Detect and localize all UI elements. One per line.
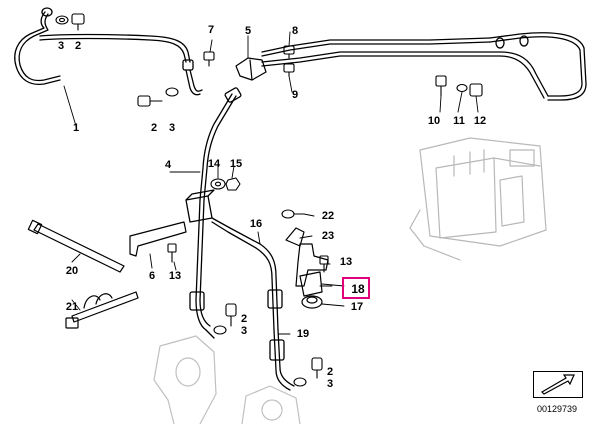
callout-4: 4 [164,159,172,171]
bolt-2a [71,13,85,31]
washer-3a [55,15,69,25]
bolt-9 [283,63,295,77]
callout-2c: 2 [240,313,248,325]
washer-3b [165,87,179,97]
callout-23: 23 [321,230,335,242]
callout-13a: 13 [168,270,182,282]
bolt-10 [435,75,447,97]
callout-19: 19 [296,328,310,340]
navigation-arrow-button[interactable] [533,371,583,398]
fitting-12 [469,83,483,97]
bracket-23 [285,227,329,287]
caliper-ghost-left [153,335,217,424]
bracket-6 [129,221,187,257]
callout-2b: 2 [150,122,158,134]
callout-17: 17 [350,301,364,313]
callout-1: 1 [72,122,80,134]
brake-line-16 [211,217,295,391]
bolt-13a [167,243,177,263]
leader-lines [63,31,479,335]
diagram-number: 00129739 [537,404,578,414]
callout-12: 12 [473,115,487,127]
callout-11: 11 [453,115,465,127]
callout-3d: 3 [326,378,334,390]
callout-9: 9 [291,89,299,101]
callout-3c: 3 [240,325,248,337]
clip-18 [299,271,323,297]
bolt-2b [137,95,163,107]
callout-3a: 3 [57,40,65,52]
callout-14: 14 [207,158,221,170]
callout-2a: 2 [74,40,82,52]
grommet-17 [301,295,323,309]
washer-3c [213,325,227,335]
hose-clip-21 [65,291,139,329]
clip-5 [235,57,267,81]
callout-5: 5 [244,25,252,37]
highlighted-part-box[interactable]: 18 [342,277,370,299]
caliper-ghost-right [241,385,301,424]
callout-20: 20 [65,265,79,277]
washer-14 [210,178,226,190]
arrow-icon [541,374,575,395]
abs-unit-ghost [409,137,547,261]
callout-13b: 13 [339,256,353,268]
callout-7: 7 [207,24,215,36]
callout-21: 21 [65,301,79,313]
brake-line-4 [189,87,242,339]
callout-2d: 2 [326,366,334,378]
brake-line-1 [14,7,203,96]
brake-lines-8-9 [261,32,587,101]
callout-22: 22 [321,210,335,222]
bolt-22 [281,209,305,219]
callout-15: 15 [229,158,243,170]
callout-16: 16 [249,218,263,230]
callout-8: 8 [291,25,299,37]
bolt-7 [203,51,215,67]
bolt-8 [283,45,295,59]
bolt-2c [225,303,237,327]
callout-3b: 3 [168,122,176,134]
nut-15 [225,177,241,191]
bolt-2d [311,357,323,379]
washer-11 [456,83,468,93]
callout-10: 10 [427,115,441,127]
washer-3d [293,377,307,387]
cable-tie-20 [27,219,125,273]
callout-18: 18 [351,282,365,296]
callout-6: 6 [148,270,156,282]
